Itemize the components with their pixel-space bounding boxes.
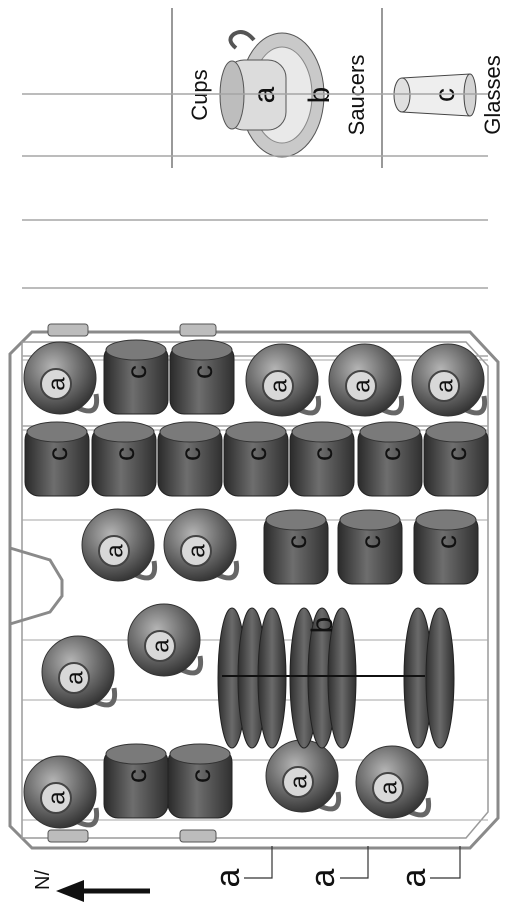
glass-letter: c [441,447,472,461]
cup-letter: a [101,544,128,558]
glass-letter: c [307,447,338,461]
cup-item: a [82,509,155,581]
glass-item: c [424,422,488,496]
glass-letter: c [187,365,218,379]
cup-letter: a [285,775,312,789]
glass-item: c [338,510,402,584]
glass-letter: c [241,447,272,461]
legend-cup-letter: a [248,86,281,103]
cup-letter: a [183,544,210,558]
row-label-1: a [209,868,247,887]
glass-letter: c [121,769,152,783]
cup-letter: a [61,671,88,685]
glass-item: c [170,340,234,414]
glass-item: c [224,422,288,496]
saucer-marker-letter: b [306,617,339,634]
glass-letter: c [375,447,406,461]
legend-saucers-label: Saucers [344,55,369,136]
glass-letter: c [431,535,462,549]
cup-item: a [412,344,485,416]
glass-letter: c [42,447,73,461]
cup-letter: a [43,377,70,391]
glass-letter: c [109,447,140,461]
rack-items: a c c a a a c c c c c c c a a c c c a a a c c a a [24,340,488,828]
cup-letter: a [375,781,402,795]
legend-glasses-label: Glasses [480,55,505,134]
cup-letter: a [147,639,174,653]
row-label-2: a [304,868,342,887]
cup-item: a [24,756,97,828]
glass-letter: c [175,447,206,461]
cup-item: a [356,746,429,818]
glass-letter: c [355,535,386,549]
saucer-item [258,608,286,748]
cup-letter: a [43,791,70,805]
glass-letter: c [121,365,152,379]
glass-item: c [104,340,168,414]
legend-glass-letter: c [429,88,460,102]
row-labels: a a a [209,846,460,887]
glass-item: c [25,422,89,496]
cup-item: a [266,740,339,812]
cup-letter: a [348,379,375,393]
cup-letter: a [431,379,458,393]
cup-letter: a [265,379,292,393]
glass-item: c [414,510,478,584]
cup-item: a [128,604,201,676]
glass-item: c [104,744,168,818]
cup-item: a [246,344,319,416]
row-label-3: a [395,868,433,887]
arrow-left-icon [56,880,84,902]
cup-item: a [164,509,237,581]
glass-letter: c [281,535,312,549]
cup-item: a [42,636,115,708]
legend: a b Cups Saucers c Glasses [172,8,505,168]
direction-indicator: N/ [32,870,150,902]
rack-notch [10,548,62,624]
glass-item: c [264,510,328,584]
glass-item: c [168,744,232,818]
cup-item: a [24,342,97,414]
legend-saucer-letter: b [303,87,336,104]
direction-label: N/ [32,870,54,890]
glass-item: c [358,422,422,496]
glass-item: c [158,422,222,496]
glass-item: c [290,422,354,496]
saucer-item [426,608,454,748]
glass-letter: c [185,769,216,783]
cup-item: a [329,344,402,416]
glass-item: c [92,422,156,496]
legend-cups-label: Cups [187,69,212,120]
